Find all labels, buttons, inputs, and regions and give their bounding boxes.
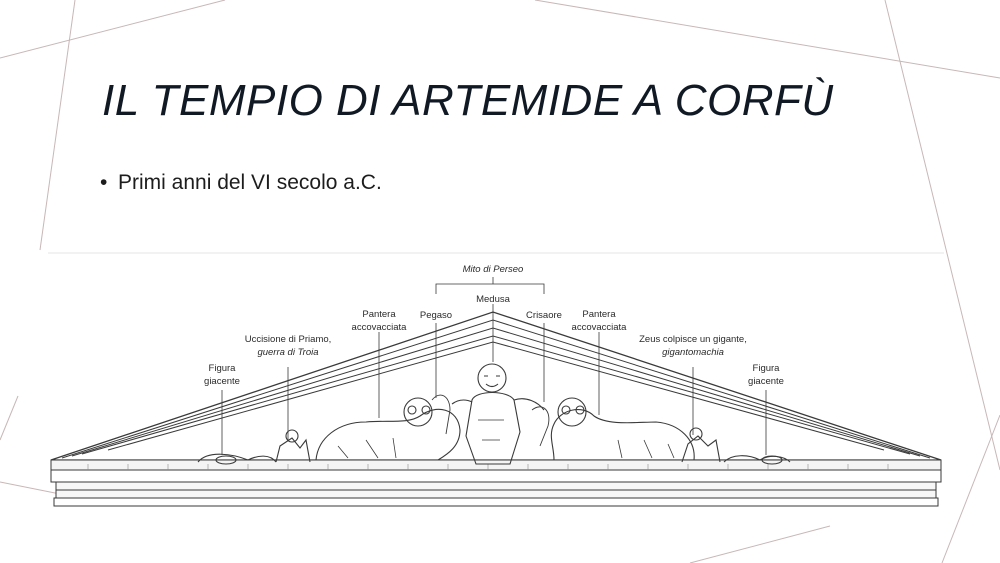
label-figura-left-1: Figura xyxy=(209,363,237,374)
label-figura-right-2: giacente xyxy=(748,376,784,387)
label-pantera-left-2: accovacciata xyxy=(352,322,408,333)
deco-line xyxy=(0,395,19,441)
label-crisaore: Crisaore xyxy=(526,310,562,321)
deco-line xyxy=(534,0,1000,79)
pediment-drawing xyxy=(48,252,944,507)
deco-line xyxy=(884,0,1000,471)
leader-lines xyxy=(221,277,767,455)
label-figura-right-1: Figura xyxy=(753,363,781,374)
label-mito-di-perseo: Mito di Perseo xyxy=(463,264,524,275)
bullet-icon: • xyxy=(100,171,108,194)
bullet-item: • Primi anni del VI secolo a.C. xyxy=(100,171,382,195)
deco-line xyxy=(689,525,831,563)
label-pantera-right-1: Pantera xyxy=(582,309,616,320)
slide-title: IL TEMPIO DI ARTEMIDE A CORFÙ xyxy=(102,76,834,125)
label-zeus-2: gigantomachia xyxy=(662,347,724,358)
label-priamo-2: guerra di Troia xyxy=(257,347,318,358)
label-figura-left-2: giacente xyxy=(204,376,240,387)
label-pegaso: Pegaso xyxy=(420,310,452,321)
deco-line xyxy=(0,0,226,59)
label-pantera-right-2: accovacciata xyxy=(572,322,628,333)
deco-line xyxy=(941,414,1000,563)
figure-labels: Mito di Perseo Medusa Pegaso Crisaore Pa… xyxy=(204,264,784,387)
label-zeus-1: Zeus colpisce un gigante, xyxy=(639,334,747,345)
bullet-list: • Primi anni del VI secolo a.C. xyxy=(100,171,382,195)
deco-line xyxy=(39,0,76,251)
label-medusa: Medusa xyxy=(476,294,511,305)
label-pantera-left-1: Pantera xyxy=(362,309,396,320)
bullet-text: Primi anni del VI secolo a.C. xyxy=(118,171,382,194)
sculpture-figures xyxy=(197,363,791,465)
label-priamo-1: Uccisione di Priamo, xyxy=(245,334,332,345)
pediment-illustration: Mito di Perseo Medusa Pegaso Crisaore Pa… xyxy=(48,252,944,507)
